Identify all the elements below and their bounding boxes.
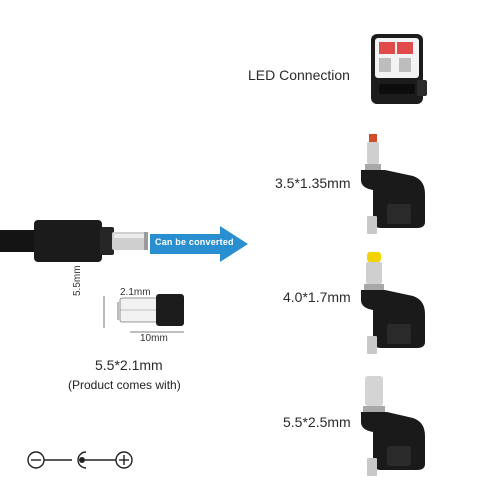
arrow-label: Can be converted bbox=[155, 237, 234, 247]
convert-arrow-icon bbox=[150, 226, 248, 262]
outer-diameter-label: 5.5mm bbox=[72, 265, 83, 296]
adapter-tip-3-5-image bbox=[361, 134, 425, 234]
led-connector-image bbox=[371, 34, 427, 104]
tip-size-label-1: 3.5*1.35mm bbox=[275, 175, 351, 191]
inner-diameter-label: 2.1mm bbox=[120, 287, 151, 298]
tip-size-label-3: 5.5*2.5mm bbox=[283, 414, 351, 430]
adapter-tip-4-0-image bbox=[361, 252, 425, 354]
main-size-label: 5.5*2.1mm bbox=[95, 357, 163, 373]
adapter-tip-5-5-image bbox=[361, 376, 425, 476]
length-label: 10mm bbox=[140, 333, 168, 344]
led-connection-label: LED Connection bbox=[248, 67, 350, 83]
product-note: (Product comes with) bbox=[68, 378, 181, 392]
cable-plug-image bbox=[0, 220, 148, 262]
plug-dimension-diagram bbox=[103, 294, 184, 333]
polarity-symbol-icon bbox=[27, 451, 133, 469]
tip-size-label-2: 4.0*1.7mm bbox=[283, 289, 351, 305]
